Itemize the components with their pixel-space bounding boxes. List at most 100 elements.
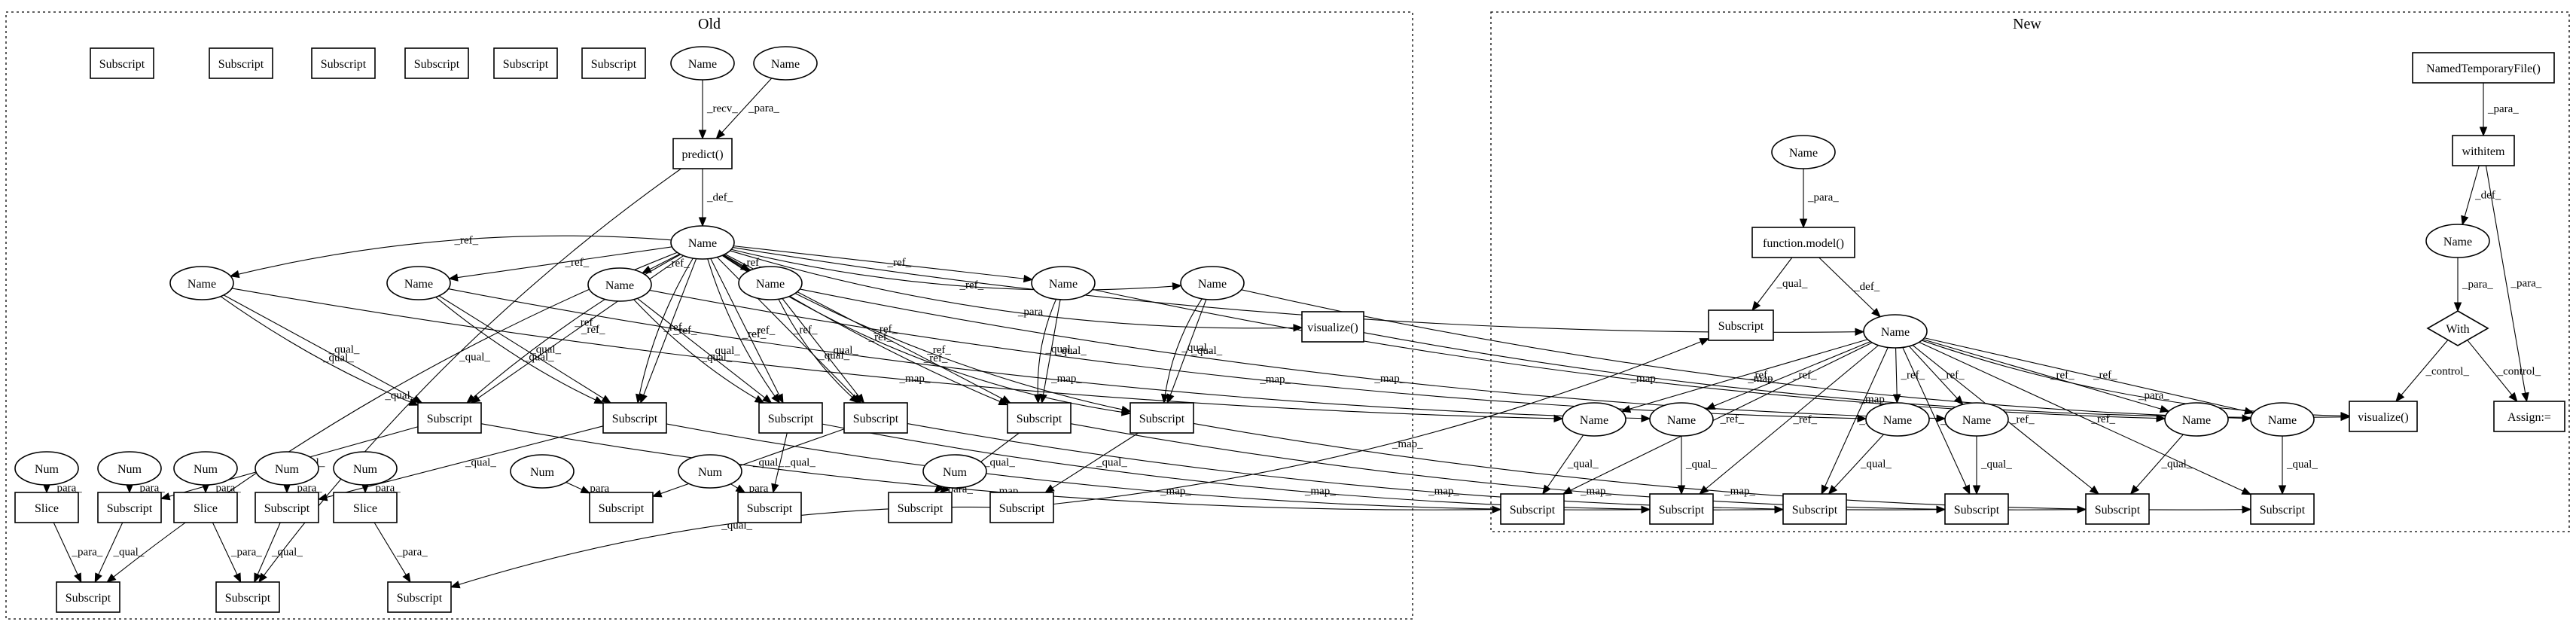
node-label: predict() [681,148,723,161]
node-label: Num [943,466,968,479]
edge-line [1818,257,1881,318]
edge-label: _qual_ [700,352,732,364]
edge-label: _para_ [742,483,774,495]
edge-label: _ref_ [1901,370,1925,382]
cluster-old-frame [5,11,1413,620]
graph-node: Slice [333,492,398,523]
edge: _map_ [1070,423,2087,514]
edge-arrowhead [402,572,411,584]
node-label: Subscript [225,592,271,605]
edge-label: _map_ [1724,485,1755,497]
node-label: Name [1962,414,1991,427]
edge-line [1070,423,2087,511]
edge-arrowhead [715,129,725,139]
node-ellipse-shape [678,454,742,489]
edge: _def_ [698,169,733,227]
graph-node: Subscript [1782,493,1847,525]
edge-line [716,257,861,404]
node-label: Slice [194,502,218,515]
edge-label: _map_ [899,373,931,385]
edge-arrowhead [1962,484,1971,495]
edge-label: _para_ [133,483,165,495]
graph-node: Name [2250,402,2315,437]
edge-label: _qual_ [2161,458,2193,470]
edge-label: _para_ [1807,192,1839,204]
graph-node: Subscript [404,47,469,79]
node-ellipse-shape [587,267,652,302]
node-box-shape [493,47,558,79]
edge-label: _qual_ [752,457,784,469]
edge-arrowhead [258,572,267,584]
edge: _map_ [1092,288,2166,422]
edge-label: _map_ [1392,438,1423,450]
edge-label: _ref_ [923,352,948,364]
edge-arrowhead [2395,392,2405,403]
edge-arrowhead [160,492,171,501]
node-ellipse-shape [2425,224,2490,258]
graph-node: Num [922,454,987,489]
edge-label: _qual_ [1055,345,1087,357]
edge: _para_ [282,483,322,495]
graph-node: Subscript [90,47,154,79]
edge-label: _map_ [1580,485,1611,497]
edge-line [652,428,845,497]
node-ellipse-shape [333,451,398,486]
edge-arrowhead [1857,414,1867,423]
edge-arrowhead [1871,307,1881,318]
edge-label: _ref_ [665,258,690,270]
node-label: Slice [35,502,59,515]
node-box-shape [14,492,79,523]
node-box-shape [1301,311,1364,343]
edge-arrowhead [771,483,779,494]
edge-line [732,247,1864,333]
edge-label: _ref_ [453,234,478,246]
edge-label: _recv_ [706,103,738,115]
edge-line [223,294,422,404]
node-box-shape [602,402,667,434]
edge: _map_ [1241,289,2252,422]
node-box-shape [255,492,319,523]
node-label: Subscript [1792,504,1838,517]
node-label: Name [1198,278,1227,291]
edge: _qual_ [1677,436,1717,495]
node-label: Subscript [768,413,814,425]
node-label: Subscript [1659,504,1705,517]
edge: _para_ [212,522,262,584]
edge-arrowhead [317,493,328,501]
edge: _ref_ [730,248,1182,291]
edge-label: _ref_ [1748,370,1773,382]
edge-arrowhead [1542,484,1551,495]
edge-line [220,296,419,406]
edge-line [640,258,697,404]
edge-line [2485,165,2528,402]
node-ellipse-shape [2250,402,2315,437]
edge-arrowhead [1936,414,1946,422]
node-ellipse-shape [1031,266,1096,300]
graph-node: Subscript [2250,493,2315,525]
node-ellipse-shape [670,46,735,81]
edge-arrowhead [2156,414,2166,422]
node-box-shape [581,47,646,79]
edge-arrowhead [998,398,1009,406]
edge-label: _qual_ [827,345,858,357]
edge-arrowhead [2242,505,2252,514]
node-box-shape [758,402,823,434]
edge-line [710,258,784,404]
node-box-shape [1500,493,1565,525]
node-label: With [2446,323,2469,336]
edge: _para_ [2453,258,2493,312]
edge-line [1163,298,1203,404]
node-label: withitem [2462,145,2505,158]
edge-arrowhead [254,572,262,584]
node-box-shape [888,492,953,523]
graph-node: Num [97,451,162,486]
edge-label: _ref_ [887,257,912,269]
edge-arrowhead [2089,485,2100,495]
node-label: Subscript [747,502,793,515]
graph-node: Subscript [255,492,319,523]
node-ellipse-shape [169,266,234,300]
node-box-shape [2452,135,2515,166]
edge-arrowhead [1172,282,1182,291]
node-box-shape [387,581,452,613]
